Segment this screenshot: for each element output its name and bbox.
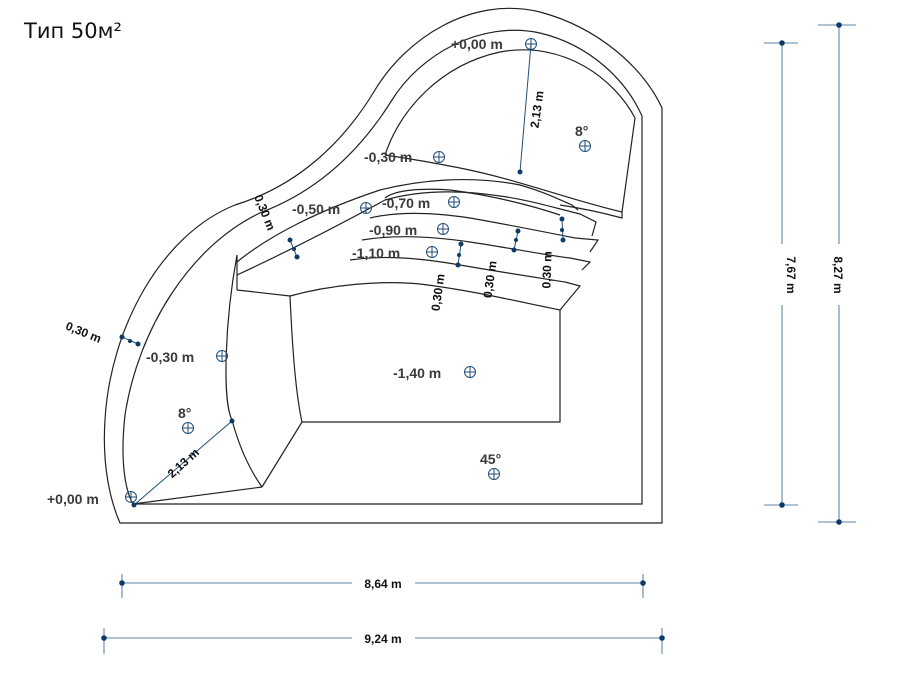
dim-label-step-a: 0,30 m [429,273,448,312]
level-label-step1: -0,50 m [292,201,340,217]
dim-label-step-b: 0,30 m [481,260,500,299]
step-3 [384,188,561,216]
dim-dot [455,262,461,268]
dimension-width-inner: 8,64 m [119,574,646,598]
bench-dim-line-top [519,43,532,173]
level-label-step3: -0,90 m [369,222,417,238]
dim-dot [515,228,521,234]
bench-dim-line-left [133,420,233,506]
level-marker-icon [464,366,476,378]
slope-label-floor-corner: 45° [480,451,501,467]
dim-dot [131,502,137,508]
dim-dot [287,237,293,243]
dim-dot [514,238,518,242]
slope-marker-icon [579,140,591,152]
step-5 [361,236,592,271]
dim-label-width-outer: 9,24 m [364,632,401,646]
level-label-top-rim: +0,00 m [451,36,503,52]
level-label-floor: -1,40 m [393,365,441,381]
dim-dot [457,253,461,257]
dim-dot [517,169,523,175]
dim-label-width-inner: 8,64 m [364,577,401,591]
level-label-step4: -1,10 m [352,245,400,261]
level-label-left-rim: +0,00 m [47,491,99,507]
slope-marker-icon [488,468,500,480]
step-2 [236,191,597,276]
dim-dot [511,247,517,253]
left-bench-base [132,486,263,505]
dim-dot [119,334,125,340]
slope-marker-icon [182,422,194,434]
pool-inner-outline [122,29,643,505]
plan-title: Тип 50м² [23,19,122,43]
dim-dot [229,418,235,424]
dim-dot [560,237,566,243]
level-label-step2: -0,70 m [382,195,430,211]
dim-label-bench-left: 2,13 m [165,445,202,480]
upper-bench-edge [384,49,636,213]
dim-label-height-inner: 7,67 m [784,256,798,293]
level-marker-icon [426,246,438,258]
level-label-upper-bench: -0,30 m [364,149,412,165]
dim-dot [560,228,564,232]
step-7 [236,282,561,311]
deep-floor [289,295,561,423]
dim-dot [559,216,565,222]
level-marker-icon [525,38,537,50]
step-1 [236,178,579,263]
dimension-height-outer: 8,27 m [818,22,856,525]
level-marker-icon [433,151,445,163]
left-bench-edge [225,254,263,488]
dim-dot [458,241,464,247]
dimension-height-inner: 7,67 m [764,40,798,508]
dim-dot [128,339,132,343]
level-marker-icon [125,491,137,503]
pool-outer-outline [103,7,663,524]
dimension-width-outer: 9,24 m [101,628,665,654]
dim-dot [135,341,141,347]
dim-dot [294,254,300,260]
dim-dot [292,247,296,251]
slope-label-left-bench: 8° [178,405,191,421]
level-marker-icon [437,223,449,235]
left-bench-slope [261,421,303,488]
dim-label-height-outer: 8,27 m [831,256,845,293]
dim-label-bench-top: 2,13 m [528,90,547,129]
dim-label-step-c: 0,30 m [539,251,554,289]
level-label-left-bench: -0,30 m [146,349,194,365]
level-marker-icon [216,350,228,362]
level-marker-icon [360,202,372,214]
slope-label-upper-bench: 8° [575,123,588,139]
step-4 [369,212,600,253]
upper-bench-lip [559,204,623,219]
dim-label-wall-left: 0,30 m [64,319,104,346]
dim-label-wall-top: 0,30 m [251,193,278,233]
level-marker-icon [448,196,460,208]
